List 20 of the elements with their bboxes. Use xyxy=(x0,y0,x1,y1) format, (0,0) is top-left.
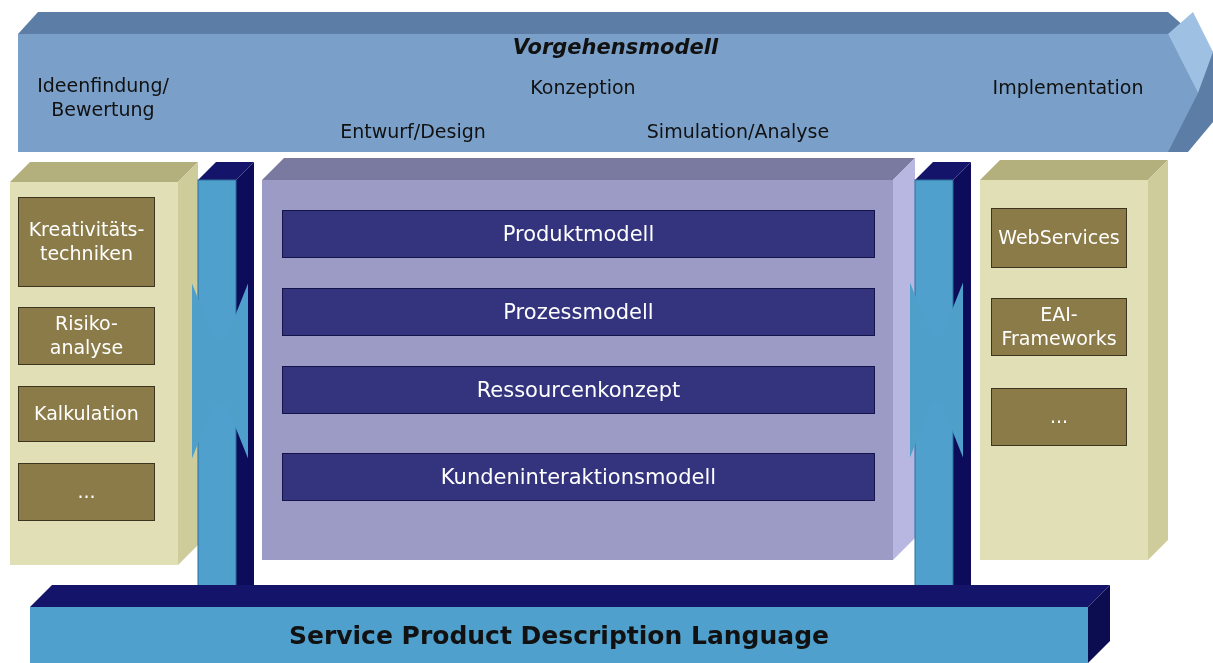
double-arrow xyxy=(191,283,249,459)
model-bar: Prozessmodell xyxy=(282,288,875,336)
method-box: ... xyxy=(991,388,1127,446)
model-bar: Ressourcenkonzept xyxy=(282,366,875,414)
double-arrow xyxy=(909,282,964,458)
base-label: Service Product Description Language xyxy=(287,620,830,652)
phase-label: Ideenfindung/ Bewertung xyxy=(36,74,170,122)
method-box: WebServices xyxy=(991,208,1127,268)
band-title: Vorgehensmodell xyxy=(511,34,720,61)
phase-label: Entwurf/Design xyxy=(339,120,487,144)
method-box: ... xyxy=(18,463,155,521)
phase-label: Simulation/Analyse xyxy=(645,120,831,144)
method-box: Kreativitäts- techniken xyxy=(18,197,155,287)
model-bar: Produktmodell xyxy=(282,210,875,258)
model-bar: Kundeninteraktionsmodell xyxy=(282,453,875,501)
method-box: EAI- Frameworks xyxy=(991,298,1127,356)
phase-label: Konzeption xyxy=(529,76,637,100)
method-box: Kalkulation xyxy=(18,386,155,442)
method-box: Risiko- analyse xyxy=(18,307,155,365)
phase-label: Implementation xyxy=(991,76,1145,100)
